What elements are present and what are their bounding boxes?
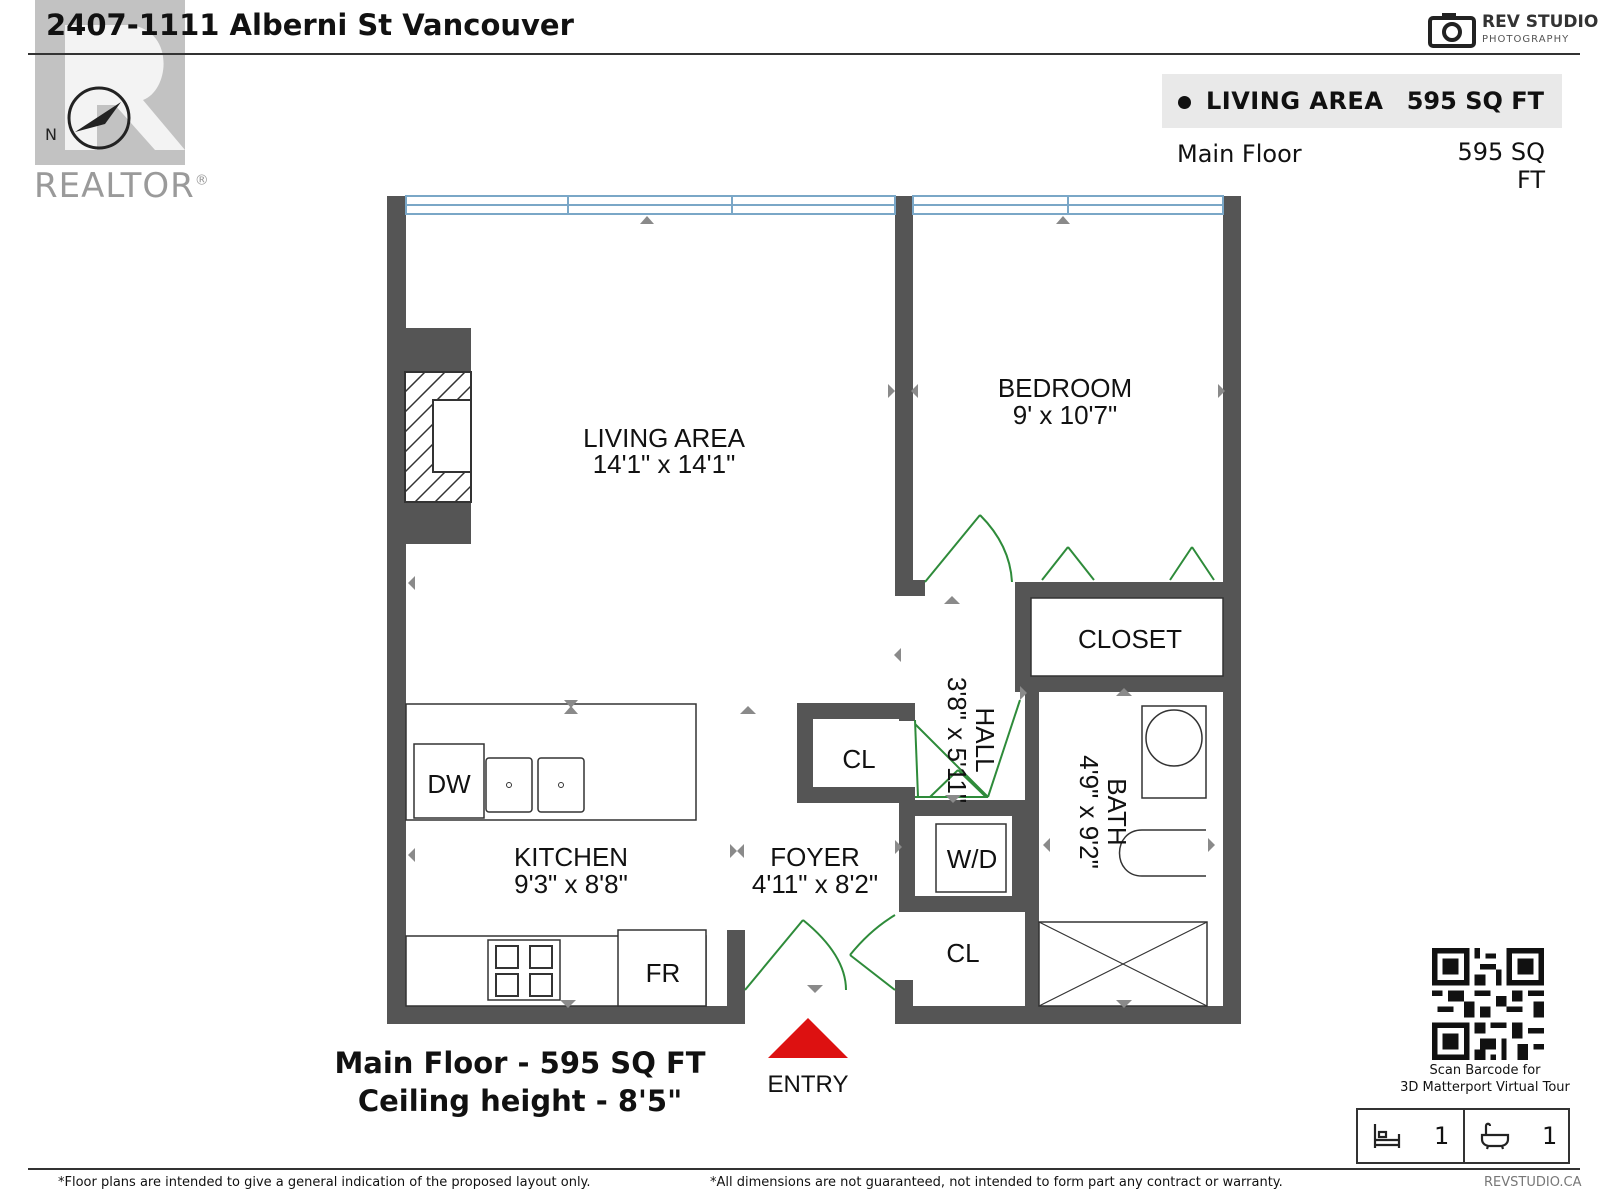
hall-size: 3'8" x 5'11" [942, 677, 972, 803]
living-area-name: LIVING AREA [583, 423, 745, 453]
living-area-size: 14'1" x 14'1" [593, 449, 736, 479]
living-area-value: 595 SQ FT [1406, 87, 1544, 115]
bed-icon [1373, 1124, 1401, 1148]
studio-subtitle: PHOTOGRAPHY [1482, 34, 1570, 45]
closet-cl1-label: CL [842, 744, 875, 774]
studio-name: REV STUDIO [1482, 12, 1599, 32]
svg-text:N: N [45, 125, 57, 144]
entry-label: ENTRY [768, 1071, 849, 1098]
foyer-name: FOYER [770, 842, 860, 872]
bed-count: 1 [1434, 1122, 1450, 1150]
count-divider [1463, 1110, 1465, 1162]
listing-address: 2407-1111 Alberni St Vancouver [46, 8, 574, 42]
footer-disclaimer-layout: *Floor plans are intended to give a gene… [58, 1175, 591, 1190]
bath-count: 1 [1542, 1122, 1558, 1150]
header-divider [28, 53, 1580, 55]
dishwasher-label: DW [427, 769, 471, 799]
bathtub-icon [1480, 1122, 1510, 1150]
living-area-label: LIVING AREA [1206, 87, 1384, 115]
main-floor-label: Main Floor [1177, 140, 1302, 168]
kitchen-name: KITCHEN [514, 842, 628, 872]
bath-name: BATH [1102, 778, 1132, 845]
closet-cl2-label: CL [946, 938, 979, 968]
footer-disclaimer-dimensions: *All dimensions are not guaranteed, not … [710, 1175, 1283, 1190]
hall-name: HALL [970, 707, 1000, 772]
realtor-logo: N [35, 0, 185, 165]
main-floor-value: 595 SQ FT [1457, 138, 1545, 194]
bath-size: 4'9" x 9'2" [1074, 755, 1104, 869]
foyer-size: 4'11" x 8'2" [752, 869, 878, 899]
kitchen-size: 9'3" x 8'8" [514, 869, 628, 899]
fridge-label: FR [646, 958, 681, 988]
tour-line2: 3D Matterport Virtual Tour [1400, 1080, 1570, 1095]
washer-dryer-label: W/D [947, 844, 998, 874]
entry-arrow-icon [768, 1018, 848, 1058]
footer-website-link[interactable]: REVSTUDIO.CA [1484, 1175, 1582, 1190]
floor-caption: Main Floor - 595 SQ FT Ceiling height - … [300, 1044, 740, 1120]
bed-bath-counts: 1 1 [1356, 1108, 1570, 1164]
caption-floor-area: Main Floor - 595 SQ FT [334, 1046, 706, 1080]
bedroom-name: BEDROOM [998, 373, 1132, 403]
tour-line1: Scan Barcode for [1429, 1063, 1541, 1078]
footer-divider [28, 1168, 1580, 1170]
caption-ceiling-height: Ceiling height - 8'5" [357, 1084, 683, 1118]
living-area-summary: LIVING AREA 595 SQ FT [1162, 74, 1562, 128]
qr-code-icon[interactable] [1432, 948, 1544, 1060]
realtor-wordmark: REALTOR® [34, 166, 210, 206]
camera-icon [1428, 13, 1476, 48]
bedroom-size: 9' x 10'7" [1013, 400, 1117, 430]
bullet-icon [1178, 96, 1191, 109]
tour-instructions: Scan Barcode for 3D Matterport Virtual T… [1400, 1062, 1570, 1096]
closet-label: CLOSET [1078, 624, 1182, 654]
